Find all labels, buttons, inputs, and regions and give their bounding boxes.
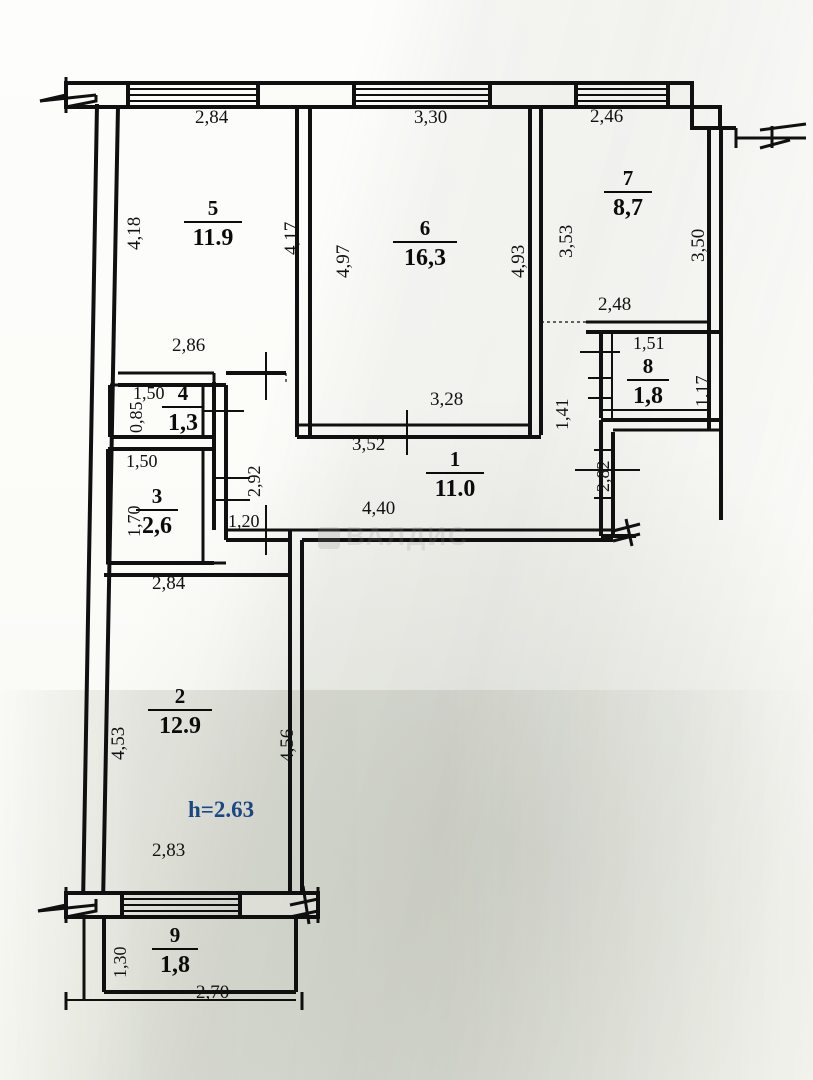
dimension-room4-width: 1,50 — [133, 383, 165, 403]
dimension-hall-right: 2,82 — [593, 460, 613, 493]
room-number-3: 3 — [151, 484, 163, 508]
dimension-room1-top: 3,52 — [352, 434, 386, 455]
room-label-5: 5 11.9 — [184, 198, 242, 250]
room-number-7: 7 — [622, 166, 634, 190]
dimension-top-wall-7: 2,46 — [590, 106, 624, 127]
room-area-7: 8,7 — [613, 195, 643, 221]
dimension-room6-left: 4,97 — [333, 244, 354, 278]
room-rule — [604, 191, 652, 193]
dimension-top-wall-6: 3,30 — [414, 107, 448, 128]
room-label-1: 1 11.0 — [426, 449, 484, 501]
dimension-room1-right: 1,41 — [552, 398, 572, 431]
room-area-9: 1,8 — [160, 952, 190, 978]
dimension-room7-left: 3,53 — [556, 224, 577, 258]
room-rule — [426, 472, 484, 474]
dimension-balcony-width: 2,70 — [196, 982, 230, 1003]
dimension-room5-right: 4,17 — [281, 221, 302, 255]
room-label-3: 3 2,6 — [136, 486, 178, 538]
room-label-4: 4 1,3 — [162, 383, 204, 435]
dimension-room4-height: 0,85 — [126, 401, 146, 434]
dimension-room2-left: 4,53 — [108, 726, 129, 760]
dimension-balcony-height: 1,30 — [110, 946, 130, 979]
dimension-room6-right: 4,93 — [508, 244, 529, 278]
dimension-room2-bottom: 2,83 — [152, 840, 186, 861]
room-number-1: 1 — [449, 447, 461, 471]
dimension-room8-height: 1,17 — [692, 375, 712, 408]
room-label-2: 2 12.9 — [148, 686, 212, 738]
dimension-room5-bottom: 2,86 — [172, 335, 206, 356]
room-rule — [627, 379, 669, 381]
room-area-8: 1,8 — [633, 383, 663, 409]
room-rule — [393, 241, 457, 243]
watermark-text: ВАЛДИС — [346, 521, 469, 551]
ceiling-height-note: h=2.63 — [188, 797, 255, 822]
room-rule — [184, 221, 242, 223]
room-area-4: 1,3 — [168, 410, 198, 436]
dimension-room8-top: 2,48 — [598, 294, 632, 315]
dimension-room2-top: 2,84 — [152, 573, 186, 594]
room-label-9: 9 1,8 — [152, 925, 198, 977]
room-number-6: 6 — [419, 216, 431, 240]
room-number-8: 8 — [642, 354, 654, 378]
room-area-1: 11.0 — [434, 476, 476, 502]
room-label-7: 7 8,7 — [604, 168, 652, 220]
watermark: ВАЛДИС — [318, 521, 469, 552]
dimension-corridor-height: 2,92 — [244, 465, 264, 498]
room-rule — [136, 509, 178, 511]
dimension-room3-height: 1,70 — [124, 505, 144, 538]
room-area-3: 2,6 — [142, 513, 172, 539]
dimension-top-wall-5: 2,84 — [195, 107, 229, 128]
dimension-left-outer: 4,18 — [124, 216, 145, 250]
dimension-room7-right: 3,50 — [688, 228, 709, 262]
room-number-5: 5 — [207, 196, 219, 220]
room-rule — [152, 948, 198, 950]
dimension-room8-width: 1,51 — [633, 333, 665, 353]
room-label-8: 8 1,8 — [627, 356, 669, 408]
dimension-room2-right: 4,56 — [277, 728, 298, 762]
watermark-logo-icon — [318, 527, 340, 549]
room-number-4: 4 — [177, 381, 189, 405]
dimension-corridor-width: 1,20 — [228, 511, 260, 531]
room-number-2: 2 — [174, 684, 186, 708]
room-rule — [162, 406, 204, 408]
dimension-room6-bottom-inner: 3,28 — [430, 389, 464, 410]
room-number-9: 9 — [169, 923, 181, 947]
room-rule — [148, 709, 212, 711]
dimension-room3-width: 1,50 — [126, 451, 158, 471]
room-label-6: 6 16,3 — [393, 218, 457, 270]
room-area-5: 11.9 — [192, 225, 234, 251]
room-area-6: 16,3 — [404, 245, 446, 271]
room-area-2: 12.9 — [159, 713, 201, 739]
dimension-room1-bottom: 4,40 — [362, 498, 396, 519]
